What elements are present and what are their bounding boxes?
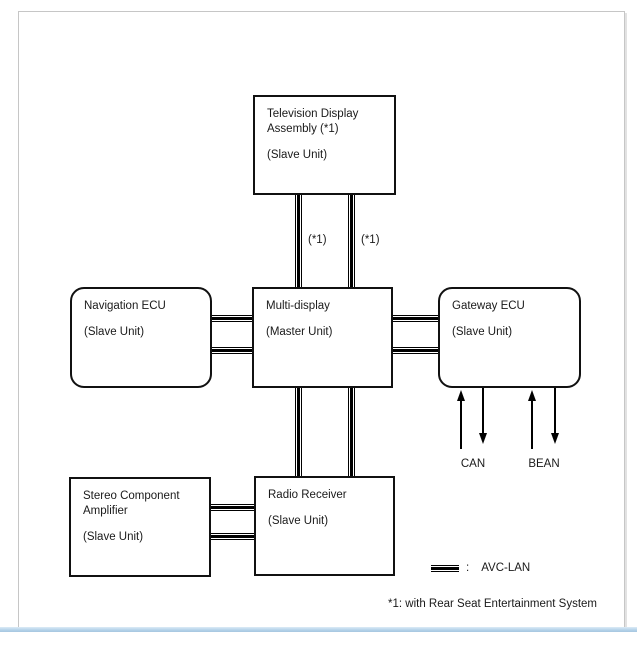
- node-unit-role: (Slave Unit): [268, 515, 329, 527]
- legend-label: AVC-LAN: [481, 562, 531, 574]
- bus-multi-to-gateway-lower: [391, 347, 440, 354]
- arrowhead-down: [551, 433, 559, 444]
- arrowhead-down: [479, 433, 487, 444]
- bean-bus-label: BEAN: [528, 458, 560, 470]
- arrow-shaft: [482, 388, 484, 433]
- node-title: Multi-display: [266, 300, 330, 312]
- legend: : AVC-LAN: [431, 562, 530, 574]
- node-unit-role: (Slave Unit): [267, 149, 328, 161]
- bus-stereo-to-radio-lower: [209, 533, 256, 540]
- footnote: *1: with Rear Seat Entertainment System: [388, 598, 598, 610]
- node-television-display-assembly: Television Display Assembly (*1) (Slave …: [253, 95, 396, 195]
- arrow-shaft: [460, 401, 462, 449]
- footnote-ref-label: (*1): [308, 234, 327, 246]
- node-title-line2: Assembly (*1): [267, 123, 339, 135]
- avc-lan-line-icon: [431, 564, 459, 572]
- arrowhead-up: [457, 390, 465, 401]
- bottom-accent-bar: [0, 627, 637, 632]
- node-radio-receiver: Radio Receiver (Slave Unit): [254, 476, 395, 576]
- arrow-up-icon: [527, 390, 537, 449]
- can-bus-label: CAN: [460, 458, 486, 470]
- legend-colon: :: [466, 562, 470, 574]
- bus-multi-to-gateway-upper: [391, 315, 440, 322]
- node-title: Television Display: [267, 108, 359, 120]
- bus-tv-to-multi-right: [348, 195, 355, 288]
- node-stereo-component-amplifier: Stereo Component Amplifier (Slave Unit): [69, 477, 211, 577]
- bus-tv-to-multi-left: [295, 195, 302, 288]
- node-title-line2: Amplifier: [83, 505, 128, 517]
- bus-stereo-to-radio-upper: [209, 504, 256, 511]
- footnote-ref-label: (*1): [361, 234, 380, 246]
- arrowhead-up: [528, 390, 536, 401]
- arrow-shaft: [531, 401, 533, 449]
- node-title: Navigation ECU: [84, 300, 166, 312]
- arrow-up-icon: [456, 390, 466, 449]
- bus-nav-to-multi-upper: [210, 315, 254, 322]
- arrow-down-icon: [478, 388, 488, 444]
- node-unit-role: (Slave Unit): [452, 326, 513, 338]
- bus-multi-to-radio-right: [348, 386, 355, 477]
- node-gateway-ecu: Gateway ECU (Slave Unit): [438, 287, 581, 388]
- node-title: Gateway ECU: [452, 300, 525, 312]
- bus-nav-to-multi-lower: [210, 347, 254, 354]
- node-title: Radio Receiver: [268, 489, 347, 501]
- arrow-down-icon: [550, 388, 560, 444]
- node-navigation-ecu: Navigation ECU (Slave Unit): [70, 287, 212, 388]
- node-unit-role: (Slave Unit): [83, 531, 144, 543]
- bus-multi-to-radio-left: [295, 386, 302, 477]
- node-title: Stereo Component: [83, 490, 180, 502]
- arrow-shaft: [554, 388, 556, 433]
- node-unit-role: (Master Unit): [266, 326, 333, 338]
- node-unit-role: (Slave Unit): [84, 326, 145, 338]
- node-multi-display: Multi-display (Master Unit): [252, 287, 393, 388]
